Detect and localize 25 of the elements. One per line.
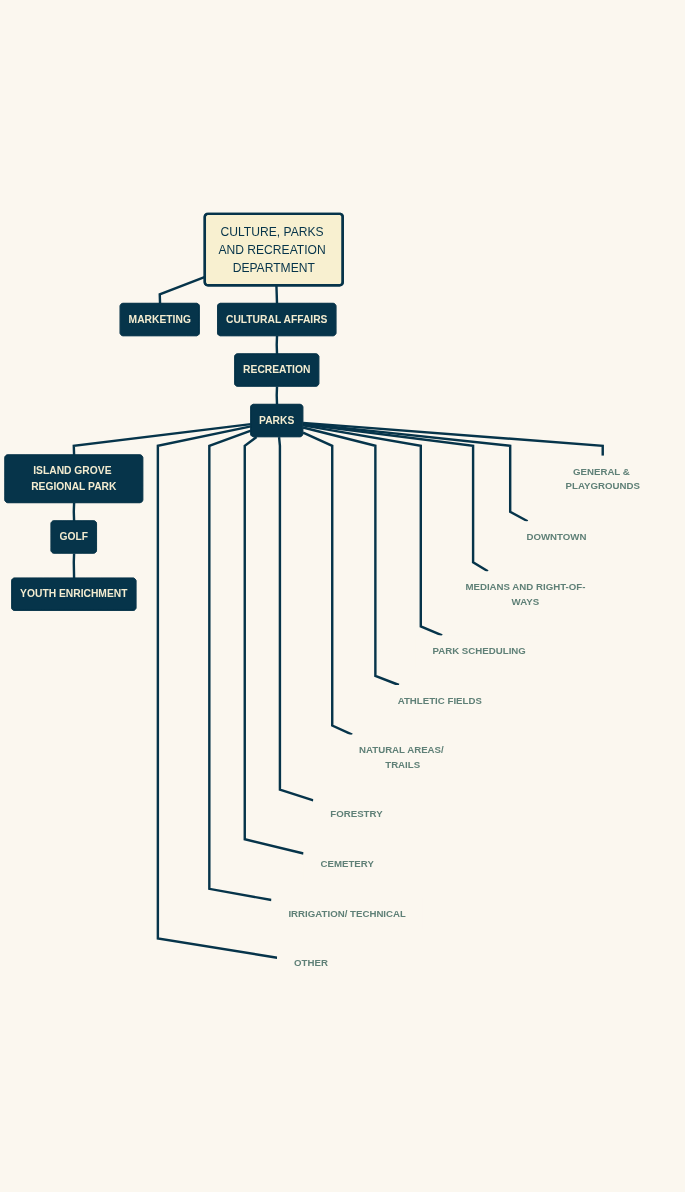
connector — [72, 502, 76, 521]
connector — [302, 425, 400, 686]
connector — [156, 424, 278, 959]
connector — [208, 429, 272, 901]
connector — [275, 335, 279, 354]
connector — [275, 386, 279, 405]
connector — [275, 285, 279, 304]
node-text: CEMETERY — [320, 858, 374, 869]
node-text: NATURAL AREAS/ TRAILS — [358, 744, 444, 770]
node-text: ATHLETIC FIELDS — [397, 694, 482, 706]
node-text: IRRIGATION/ TECHNICAL — [288, 907, 406, 919]
connector — [277, 436, 314, 802]
connector — [72, 553, 76, 579]
connector — [302, 431, 353, 736]
connector — [243, 435, 304, 855]
node-text: FORESTRY — [330, 808, 383, 819]
node-text: OTHER — [294, 957, 328, 968]
node-text: DOWNTOWN — [526, 531, 587, 542]
connector — [302, 422, 489, 572]
connector — [302, 423, 443, 637]
node-text: PARK SCHEDULING — [432, 645, 526, 656]
connector — [303, 421, 604, 456]
node-text: MEDIANS AND RIGHT-OF-WAYS — [465, 581, 586, 606]
connector — [72, 422, 252, 455]
node-text: GENERAL & PLAYGROUNDS — [565, 465, 640, 491]
